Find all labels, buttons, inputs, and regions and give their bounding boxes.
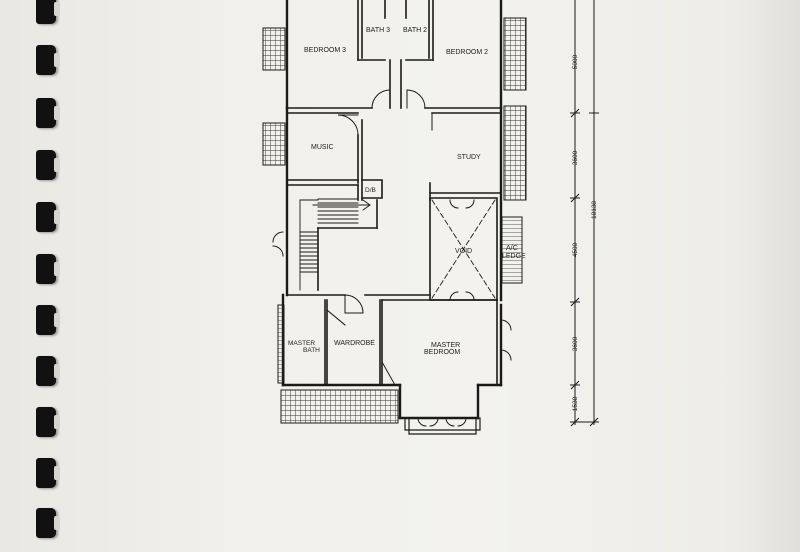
label-bedroom-3: BEDROOM 3	[304, 47, 346, 54]
binding-ring	[36, 508, 60, 538]
door-swings	[272, 89, 512, 427]
dimension-chain	[570, 0, 599, 427]
paper-shadow-edge	[735, 0, 800, 552]
label-master-bedroom: MASTER	[431, 342, 460, 349]
label-bedroom-2: BEDROOM 2	[446, 49, 488, 56]
label-wardrobe: WARDROBE	[334, 340, 375, 347]
dim-3600-lower: 3600	[572, 336, 579, 351]
label-bath-2: BATH 2	[403, 27, 427, 34]
label-bath-3: BATH 3	[366, 27, 390, 34]
dim-total-18138: 18138	[591, 201, 598, 219]
label-ledge: LEDGE	[502, 253, 526, 260]
label-master-bedroom-2: BEDROOM	[424, 349, 460, 356]
label-ac: A/C	[506, 245, 518, 252]
binding-ring	[36, 254, 60, 284]
binding-ring	[36, 150, 60, 180]
spiral-binding	[0, 0, 80, 552]
planter-boxes	[262, 17, 527, 424]
dim-1538: 1538	[572, 396, 579, 411]
staircase	[299, 198, 371, 291]
label-master-bath-2: BATH	[303, 347, 320, 354]
binding-ring	[36, 458, 60, 488]
label-master-bath: MASTER	[288, 340, 315, 347]
bay-window	[404, 417, 481, 435]
binding-ring	[36, 407, 60, 437]
void-cross	[431, 199, 496, 299]
dim-5000: 5000	[572, 54, 579, 69]
dim-4500: 4500	[572, 242, 579, 257]
label-void: VOID	[455, 248, 472, 255]
binding-ring	[36, 45, 60, 75]
dim-3600-upper: 3600	[572, 150, 579, 165]
binding-ring	[36, 0, 60, 24]
inner-walls	[286, 0, 502, 386]
label-study: STUDY	[457, 154, 481, 161]
binding-ring	[36, 202, 60, 232]
binding-ring	[36, 305, 60, 335]
binding-ring	[36, 98, 60, 128]
label-db: D/B	[365, 187, 376, 194]
binding-ring	[36, 356, 60, 386]
label-music: MUSIC	[311, 144, 334, 151]
outer-walls	[281, 0, 503, 420]
